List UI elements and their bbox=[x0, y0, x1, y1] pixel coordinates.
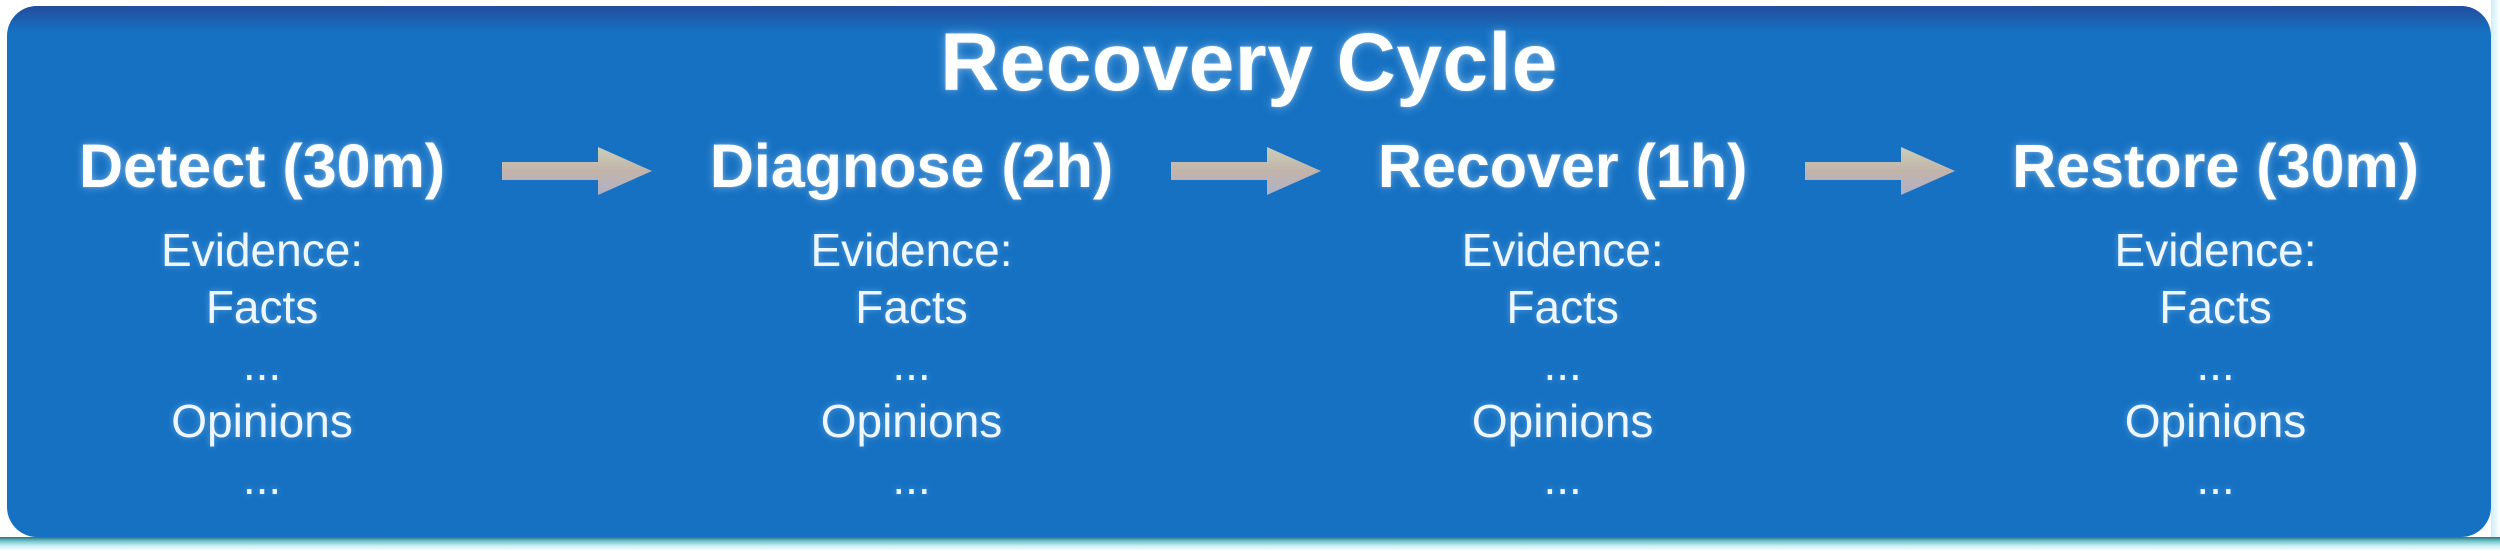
right-edge-strip bbox=[2491, 0, 2500, 537]
recovery-cycle-card: Recovery Cycle Detect (30m) Evidence: Fa… bbox=[7, 6, 2491, 537]
stage-column-recover: Recover (1h) Evidence: Facts ... Opinion… bbox=[1378, 134, 1748, 507]
right-arrow-icon bbox=[1804, 144, 1955, 203]
evidence-line: Facts bbox=[2159, 281, 2272, 334]
evidence-line: Opinions bbox=[1471, 395, 1654, 448]
evidence-line: Evidence: bbox=[161, 224, 364, 277]
stage-label: Recover (1h) bbox=[1377, 132, 1748, 201]
stage-column-detect: Detect (30m) Evidence: Facts ... Opinion… bbox=[79, 134, 445, 507]
evidence-line: Evidence: bbox=[810, 224, 1013, 277]
evidence-line: ... bbox=[242, 338, 282, 391]
stage-label: Detect (30m) bbox=[79, 132, 446, 201]
evidence-line: ... bbox=[2196, 452, 2235, 505]
evidence-line: Opinions bbox=[2124, 395, 2307, 448]
stage-label: Diagnose (2h) bbox=[709, 132, 1114, 201]
evidence-list: Evidence: Facts ... Opinions ... bbox=[811, 222, 1013, 507]
evidence-line: ... bbox=[892, 452, 931, 505]
evidence-list: Evidence: Facts ... Opinions ... bbox=[1462, 222, 1664, 507]
evidence-list: Evidence: Facts ... Opinions ... bbox=[161, 222, 363, 507]
evidence-line: ... bbox=[892, 338, 931, 391]
stages-row: Detect (30m) Evidence: Facts ... Opinion… bbox=[7, 134, 2491, 507]
evidence-line: Opinions bbox=[171, 395, 353, 448]
evidence-line: Facts bbox=[855, 281, 968, 334]
evidence-line: Facts bbox=[1506, 281, 1619, 334]
evidence-line: Evidence: bbox=[2114, 224, 2317, 277]
stage-column-diagnose: Diagnose (2h) Evidence: Facts ... Opinio… bbox=[710, 134, 1113, 507]
evidence-line: ... bbox=[1543, 338, 1582, 391]
stage-label: Restore (30m) bbox=[2012, 132, 2419, 201]
evidence-line: Facts bbox=[205, 281, 319, 334]
evidence-line: Opinions bbox=[820, 395, 1003, 448]
stage-column-restore: Restore (30m) Evidence: Facts ... Opinio… bbox=[2012, 134, 2419, 507]
evidence-line: ... bbox=[2196, 338, 2235, 391]
bottom-edge-strip bbox=[0, 537, 2500, 551]
evidence-line: ... bbox=[242, 452, 282, 505]
evidence-line: Evidence: bbox=[1461, 224, 1664, 277]
evidence-line: ... bbox=[1543, 452, 1582, 505]
evidence-list: Evidence: Facts ... Opinions ... bbox=[2115, 222, 2317, 507]
right-arrow-icon bbox=[1170, 144, 1321, 203]
diagram-title: Recovery Cycle bbox=[940, 17, 1558, 108]
right-arrow-icon bbox=[502, 144, 653, 203]
